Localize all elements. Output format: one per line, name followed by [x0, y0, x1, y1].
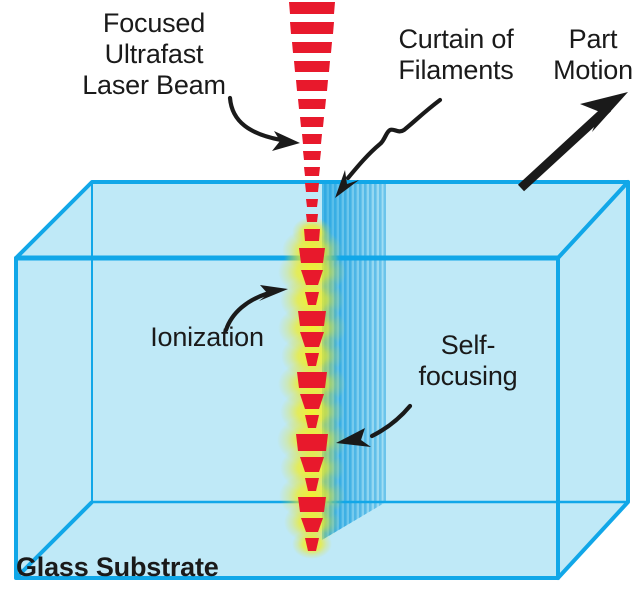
arrow-focused-beam: [227, 95, 300, 151]
label-ionization: Ionization: [150, 322, 264, 352]
arrow-ionization: [223, 285, 288, 333]
label-curtain-of-filaments: Curtain of Filaments: [398, 24, 514, 85]
beam-segments: [289, 2, 335, 551]
arrow-part-motion: [517, 92, 628, 192]
label-focused-ultrafast-laser-beam: Focused Ultrafast Laser Beam: [82, 8, 226, 100]
arrow-self-focusing: [336, 403, 413, 447]
label-glass-substrate: Glass Substrate: [16, 552, 219, 582]
label-part-motion: Part Motion: [553, 24, 633, 85]
arrow-curtain-of-filaments: [335, 97, 443, 198]
label-self-focusing: Self- focusing: [418, 330, 518, 391]
glass-hidden-edge-bottom-left: [14, 500, 94, 580]
